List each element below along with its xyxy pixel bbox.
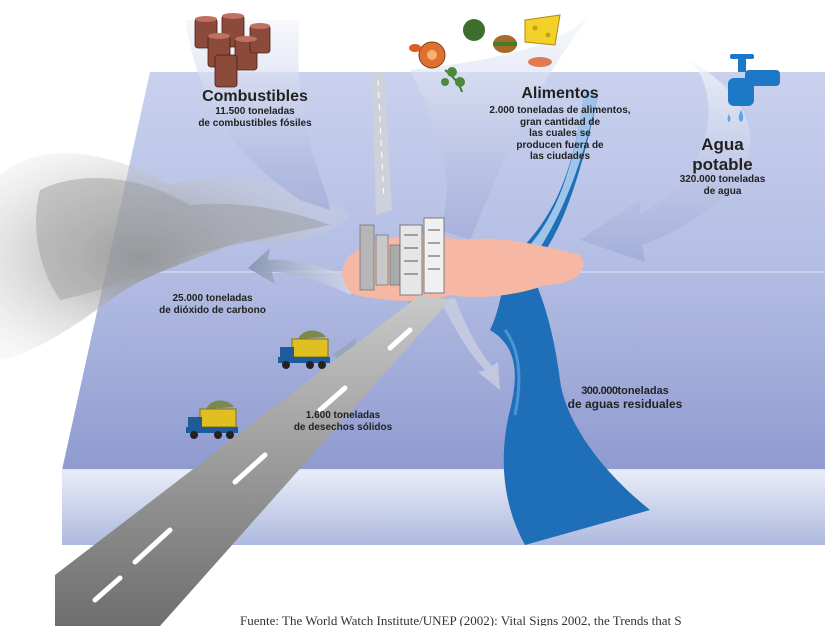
- wastewater-number: 300.000: [581, 385, 618, 397]
- agua-title-1: Agua: [701, 135, 744, 154]
- alimentos-line-2: gran cantidad de: [519, 116, 600, 128]
- solid-waste-label: 1.600 toneladas de desechos sólidos: [278, 410, 408, 433]
- combustibles-label: Combustibles 11.500 toneladas de combust…: [195, 88, 315, 129]
- wastewater-desc: de aguas residuales: [567, 396, 683, 411]
- co2-amount: 25.000 toneladas: [172, 293, 253, 304]
- combustibles-amount: 11.500 toneladas: [215, 106, 295, 118]
- wastewater-label: 300.000toneladas de aguas residuales: [555, 385, 695, 411]
- water-tap-icon: [727, 54, 780, 122]
- agua-desc: de agua: [703, 185, 742, 197]
- combustibles-desc: de combustibles fósiles: [198, 117, 312, 129]
- alimentos-label: Alimentos 2.000 toneladas de alimentos, …: [475, 85, 645, 163]
- combustibles-title: Combustibles: [202, 88, 308, 105]
- agua-title-2: potable: [692, 154, 753, 174]
- agua-label: Agua potable 320.000 toneladas de agua: [660, 135, 785, 197]
- wastewater-unit: toneladas: [617, 385, 669, 397]
- solid-waste-desc: de desechos sólidos: [293, 421, 393, 433]
- alimentos-line-5: las ciudades: [529, 151, 591, 163]
- highway: [55, 295, 450, 626]
- city: [342, 217, 584, 301]
- smoke-cloud: [0, 153, 350, 360]
- agua-amount: 320.000 toneladas: [679, 174, 766, 186]
- oil-barrels-icon: [194, 13, 271, 88]
- food-icon: [409, 14, 561, 93]
- wastewater-amount: 300.000toneladas: [555, 385, 695, 398]
- co2-label: 25.000 toneladas de dióxido de carbono: [135, 293, 290, 316]
- background-road: [372, 72, 392, 215]
- co2-desc: de dióxido de carbono: [159, 304, 266, 316]
- alimentos-title: Alimentos: [521, 85, 599, 102]
- solid-waste-amount: 1.600 toneladas: [305, 410, 381, 421]
- alimentos-line-3: las cuales se: [529, 128, 591, 140]
- river: [490, 90, 650, 545]
- alimentos-line-1: 2.000 toneladas de alimentos,: [489, 105, 631, 117]
- alimentos-line-4: producen fuera de: [516, 139, 604, 151]
- source-note: Fuente: The World Watch Institute/UNEP (…: [240, 613, 682, 626]
- garbage-truck-icon: [186, 330, 330, 439]
